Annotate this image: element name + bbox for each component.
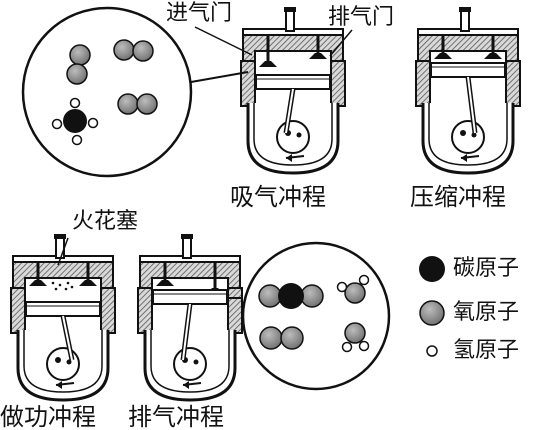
leader-intake-valve xyxy=(194,26,253,56)
engine-power-stroke xyxy=(9,234,117,402)
legend-oxygen-icon xyxy=(419,300,445,326)
label-intake-valve: 进气门 xyxy=(166,1,233,26)
leader-spark-plug xyxy=(57,237,69,266)
label-exhaust-stroke: 排气冲程 xyxy=(128,403,224,430)
label-power-stroke: 做功冲程 xyxy=(0,403,96,430)
engine-compression-stroke xyxy=(414,7,522,175)
label-intake-stroke: 吸气冲程 xyxy=(230,183,326,211)
engine-exhaust-stroke xyxy=(136,234,244,402)
leader-exhaust-valve xyxy=(329,29,353,57)
engine-intake-stroke xyxy=(239,7,347,175)
legend-carbon-label: 碳原子 xyxy=(453,256,520,281)
label-exhaust-valve: 排气门 xyxy=(328,5,395,30)
label-compression-stroke: 压缩冲程 xyxy=(410,183,506,211)
legend-symbols xyxy=(419,256,445,357)
label-spark-plug: 火花塞 xyxy=(72,209,139,234)
legend-carbon-icon xyxy=(419,256,445,282)
legend-oxygen-label: 氧原子 xyxy=(453,300,520,325)
legend-hydrogen-label: 氢原子 xyxy=(453,338,520,363)
zoom-circle-reactants xyxy=(21,6,249,178)
zoom-circle-products xyxy=(226,241,391,391)
legend-hydrogen-icon xyxy=(426,345,438,357)
